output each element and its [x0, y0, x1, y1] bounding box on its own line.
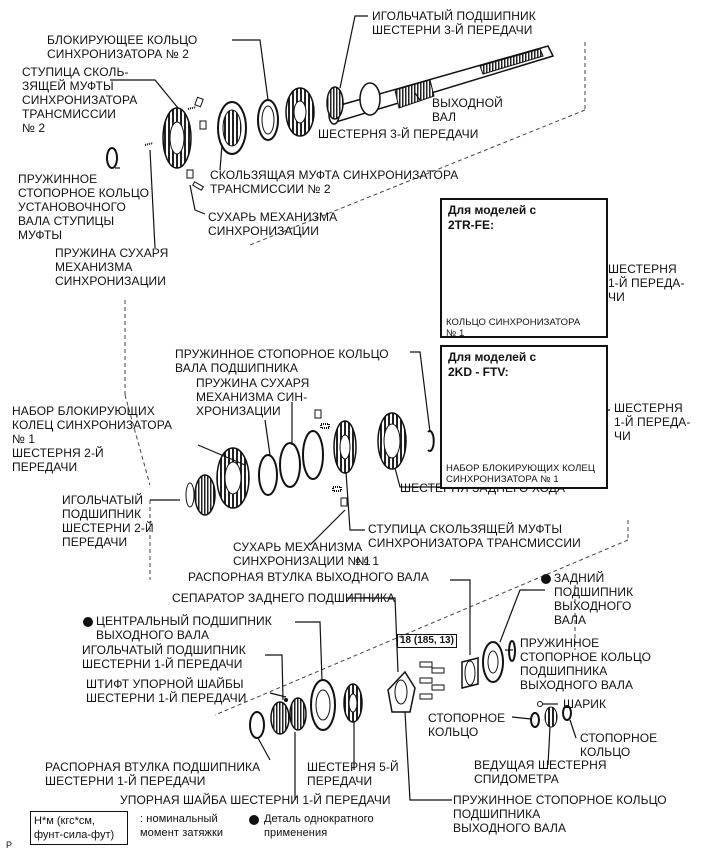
speedo-parts — [530, 701, 572, 728]
hub-sleeve-2 — [162, 107, 192, 169]
synchro-ring-set-1 — [258, 430, 324, 496]
label-rear-bearing: ЗАДНИЙ ПОДШИПНИК ВЫХОДНОГО ВАЛА — [554, 571, 634, 627]
label-key-mid: СУХАРЬ МЕХАНИЗМА СИНХРОНИЗАЦИИ № 1 — [233, 540, 371, 568]
rear-bearing-retainer — [387, 670, 416, 713]
bolts — [419, 661, 445, 700]
label-rear-bearing-retainer: СЕПАРАТОР ЗАДНЕГО ПОДШИПНИКА — [172, 591, 396, 605]
legend-torque-desc: : номинальный момент затяжки — [140, 813, 224, 839]
label-speedo-gear: ВЕДУЩАЯ ШЕСТЕРНЯ СПИДОМЕТРА — [474, 758, 607, 786]
label-key-spring-mid: ПРУЖИНА СУХАРЯ МЕХАНИЗМА СИН- ХРОНИЗАЦИИ — [196, 376, 310, 418]
spacer-bearing-1st — [249, 711, 265, 739]
keys-mid — [314, 409, 348, 507]
inset-2kd-gear-label: ШЕСТЕРНЯ 1-Й ПЕРЕДА- ЧИ — [614, 401, 691, 443]
reverse-gear — [377, 412, 407, 470]
label-gear-2nd: ШЕСТЕРНЯ 2-Й ПЕРЕДАЧИ — [12, 446, 104, 474]
inset-2kd-ring-label: НАБОР БЛОКИРУЮЩИХ КОЛЕЦ СИНХРОНИЗАТОРА №… — [446, 463, 595, 485]
gear-5th — [343, 683, 363, 723]
inset-2tr: Для моделей с 2TR-FE: КОЛЬЦО СИНХРОНИЗАТ… — [440, 198, 608, 339]
label-thrust-washer-1st: УПОРНАЯ ШАЙБА ШЕСТЕРНИ 1-Й ПЕРЕДАЧИ — [120, 793, 391, 807]
label-sleeve-2: СКОЛЬЗЯЩАЯ МУФТА СИНХРОНИЗАТОРА ТРАНСМИС… — [210, 168, 459, 196]
synchro-ring-2 — [257, 99, 279, 141]
label-snap-ring-bearing: ПРУЖИННОЕ СТОПОРНОЕ КОЛЬЦО ВАЛА ПОДШИПНИ… — [175, 347, 389, 375]
label-spacer-output: РАСПОРНАЯ ВТУЛКА ВЫХОДНОГО ВАЛА — [188, 570, 429, 584]
label-key-spring-top: ПРУЖИНА СУХАРЯ МЕХАНИЗМА СИНХРОНИЗАЦИИ — [55, 246, 169, 288]
label-key-mid-number: № 1 — [356, 554, 380, 568]
gear-2nd — [216, 447, 250, 509]
label-ball: ШАРИК — [563, 697, 607, 711]
needle-bearing-1st — [270, 697, 307, 735]
label-snap-ring-b: СТОПОРНОЕ КОЛЬЦО — [580, 731, 658, 759]
center-bearing — [310, 679, 336, 731]
key-springs-top — [144, 106, 197, 146]
legend-single-use-desc: Деталь однократного применения — [264, 813, 374, 839]
needle-bearing-3rd — [326, 86, 344, 120]
rear-bearing — [482, 641, 504, 683]
thrust-pin — [284, 698, 288, 702]
inset-2tr-gear-label: ШЕСТЕРНЯ 1-Й ПЕРЕДА- ЧИ — [608, 262, 685, 304]
label-snap-ring-a: СТОПОРНОЕ КОЛЬЦО — [428, 711, 506, 739]
label-gear-3rd: ШЕСТЕРНЯ 3-Й ПЕРЕДАЧИ — [318, 127, 479, 141]
gear-3rd — [285, 87, 315, 137]
label-snap-ring-output-bearing: ПРУЖИННОЕ СТОПОРНОЕ КОЛЬЦО ПОДШИПНИКА ВЫ… — [453, 793, 667, 835]
hub-sleeve-1 — [333, 420, 357, 474]
inset-2tr-ring-label: КОЛЬЦО СИНХРОНИЗАТОРА № 1 — [446, 317, 581, 339]
label-output-shaft: ВЫХОДНОЙ ВАЛ — [432, 96, 503, 124]
legend-torque-units: Н*м (кгс*см, фунт-сила-фут) — [30, 811, 128, 845]
label-spacer-bearing-1st: РАСПОРНАЯ ВТУЛКА ПОДШИПНИКА ШЕСТЕРНИ 1-Й… — [45, 760, 261, 788]
label-snap-ring-hub: ПРУЖИННОЕ СТОПОРНОЕ КОЛЬЦО УСТАНОВОЧНОГО… — [18, 172, 150, 242]
sleeve-2 — [217, 101, 247, 155]
inset-2tr-title: Для моделей с 2TR-FE: — [448, 203, 537, 232]
needle-bearing-2nd — [185, 474, 216, 516]
single-use-bullet-rear-bearing — [541, 574, 551, 584]
keys-top — [186, 96, 207, 191]
single-use-bullet-center-bearing — [83, 617, 93, 627]
label-hub-sleeve-2: СТУПИЦА СКОЛЬ- ЗЯЩЕЙ МУФТЫ СИНХРОНИЗАТОР… — [22, 65, 138, 135]
label-synchro-ring-2: БЛОКИРУЮЩЕЕ КОЛЬЦО СИНХРОНИЗАТОРА № 2 — [47, 33, 198, 61]
torque-spec-badge: 18 (185, 13) — [397, 634, 457, 648]
inset-2kd: Для моделей с 2KD - FTV: НАБОР БЛОКИРУЮЩ… — [440, 345, 608, 489]
page-marker: P — [6, 840, 13, 850]
snap-ring-hub — [106, 147, 118, 169]
legend-single-use-bullet — [249, 815, 259, 825]
label-gear-5th: ШЕСТЕРНЯ 5-Й ПЕРЕДАЧИ — [307, 760, 399, 788]
label-synchro-ring-set-1: НАБОР БЛОКИРУЮЩИХ КОЛЕЦ СИНХРОНИЗАТОРА №… — [12, 404, 173, 446]
snap-ring-bearing — [427, 430, 435, 452]
spacer-output — [461, 657, 479, 689]
snap-ring-rear-bearing — [508, 640, 516, 662]
inset-2kd-title: Для моделей с 2KD - FTV: — [448, 350, 537, 379]
output-shaft — [328, 45, 555, 125]
label-snap-ring-rear-bearing: ПРУЖИННОЕ СТОПОРНОЕ КОЛЬЦО ПОДШИПНИКА ВЫ… — [520, 636, 652, 692]
label-needle-bearing-1st: ИГОЛЬЧАТЫЙ ПОДШИПНИК ШЕСТЕРНИ 1-Й ПЕРЕДА… — [82, 643, 246, 671]
label-thrust-pin: ШТИФТ УПОРНОЙ ШАЙБЫ ШЕСТЕРНИ 1-Й ПЕРЕДАЧ… — [86, 677, 247, 705]
label-key-top: СУХАРЬ МЕХАНИЗМА СИНХРОНИЗАЦИИ — [208, 210, 338, 238]
label-center-bearing: ЦЕНТРАЛЬНЫЙ ПОДШИПНИК ВЫХОДНОГО ВАЛА — [96, 614, 272, 642]
label-needle-bearing-2nd: ИГОЛЬЧАТЫЙ ПОДШИПНИК ШЕСТЕРНИ 2-Й ПЕРЕДА… — [62, 493, 154, 549]
label-needle-bearing-3rd: ИГОЛЬЧАТЫЙ ПОДШИПНИК ШЕСТЕРНИ 3-Й ПЕРЕДА… — [372, 9, 536, 37]
label-hub-sleeve-1: СТУПИЦА СКОЛЬЗЯЩЕЙ МУФТЫ СИНХРОНИЗАТОРА … — [368, 522, 581, 550]
alignment-lines — [124, 42, 629, 716]
